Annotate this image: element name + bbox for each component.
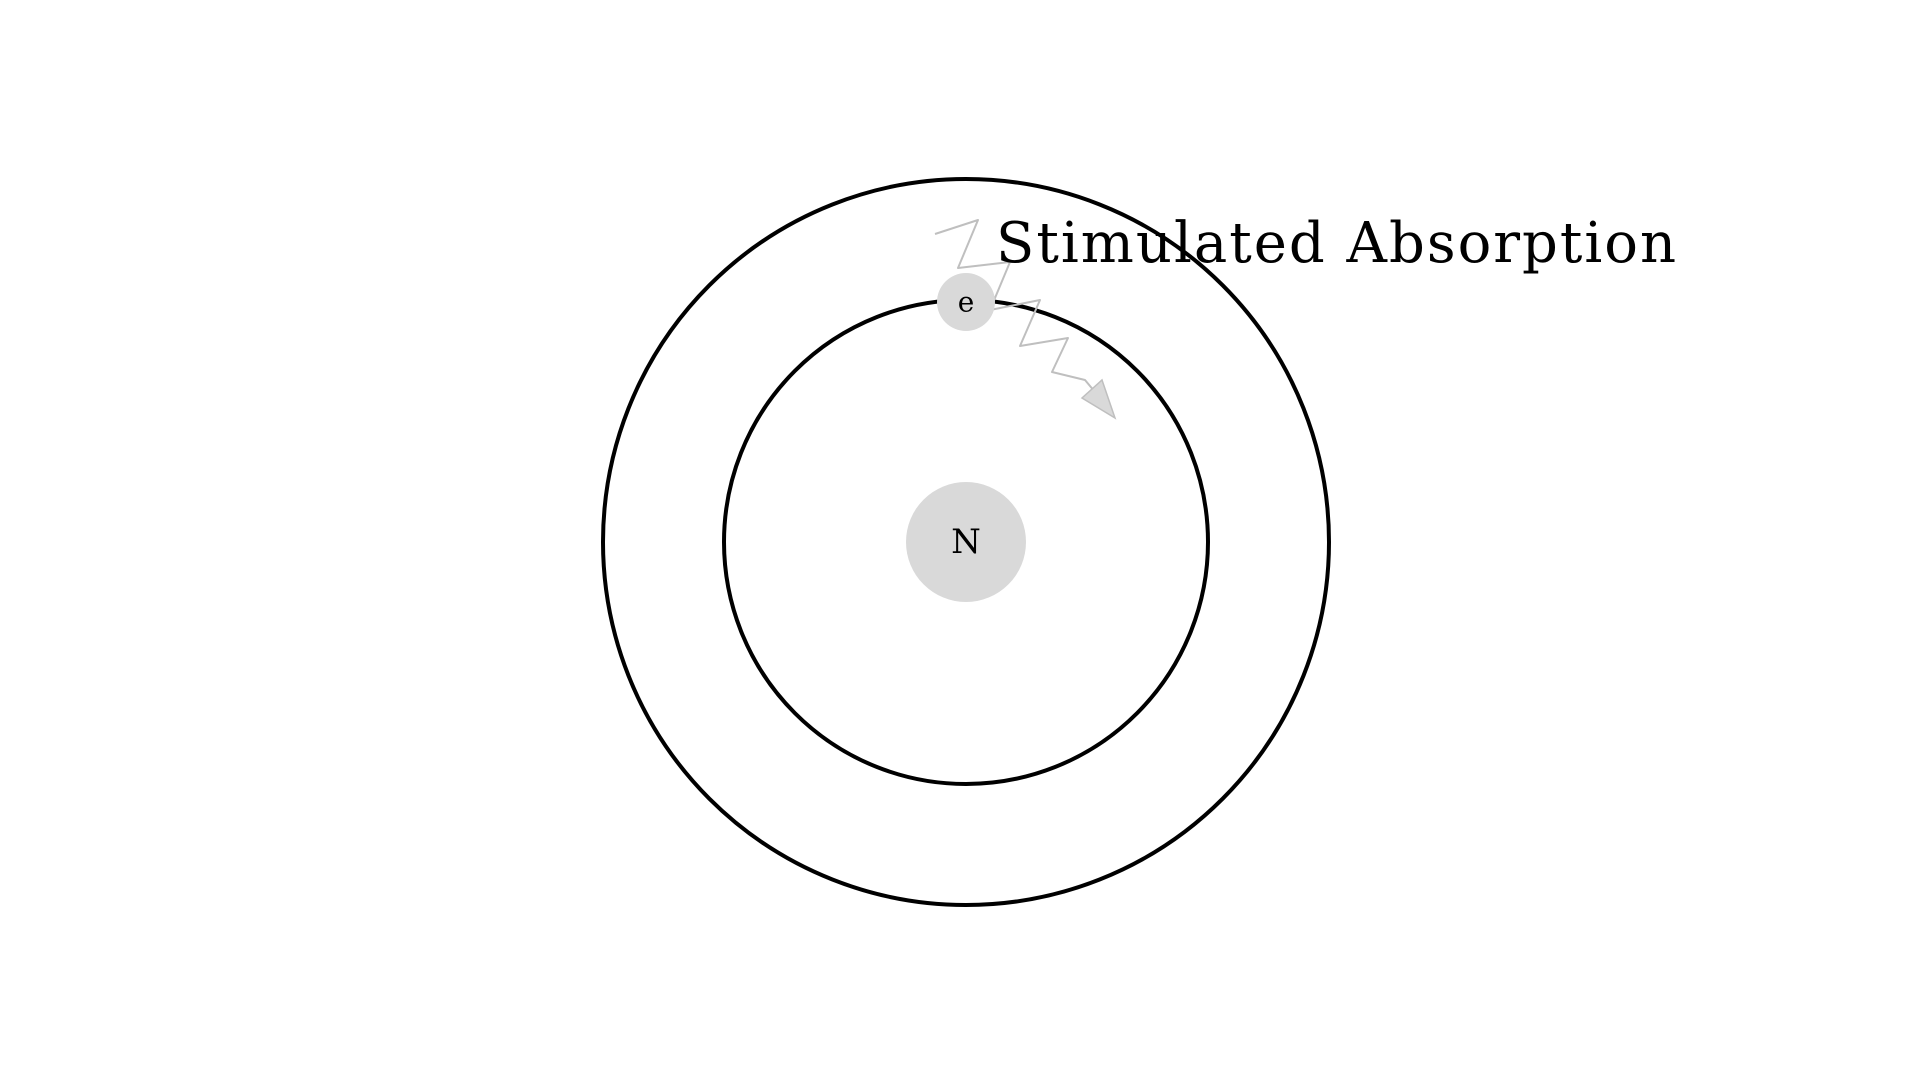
- nucleus-label: N: [951, 522, 981, 562]
- diagram-title: Stimulated Absorption: [996, 211, 1678, 276]
- photon-wave-line: [934, 219, 1101, 399]
- nucleus: N: [906, 482, 1026, 602]
- outer-orbit: [601, 177, 1331, 907]
- nucleus-circle: [906, 482, 1026, 602]
- photon-arrowhead: [1080, 378, 1117, 420]
- electron-circle: [937, 273, 995, 331]
- electron-label: e: [958, 286, 975, 319]
- photon-wave: [934, 219, 1117, 420]
- electron: e: [937, 273, 995, 331]
